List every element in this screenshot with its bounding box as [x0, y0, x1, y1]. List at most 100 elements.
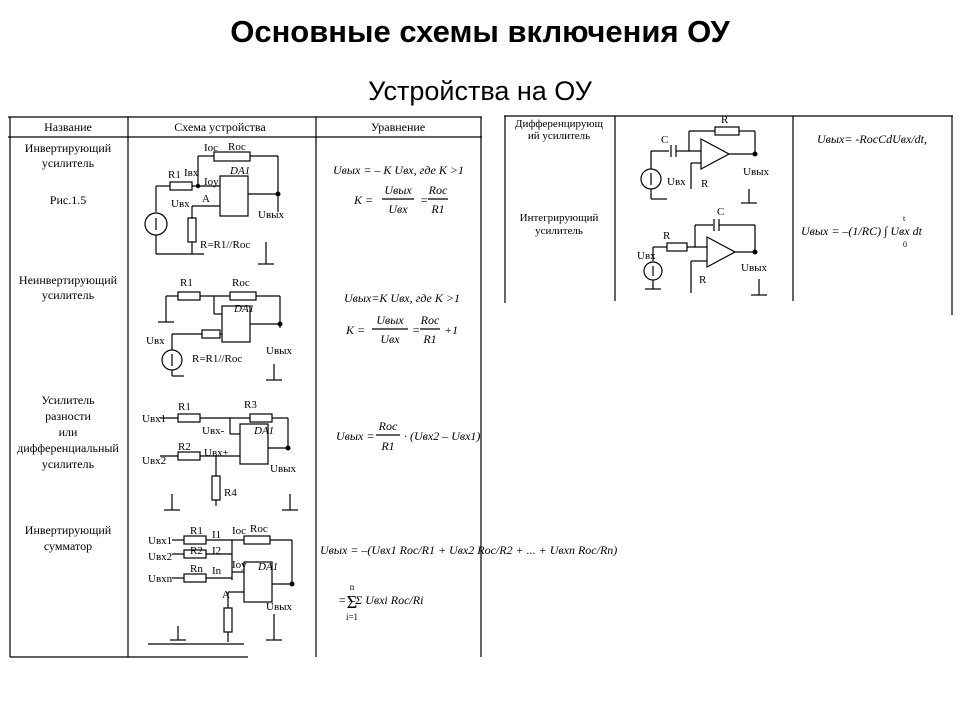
- label-u-plus: Uвх+: [204, 447, 229, 459]
- row2-frac2-den: R1: [422, 332, 436, 346]
- label-in: In: [212, 565, 222, 577]
- resistor-rn: [183, 573, 207, 583]
- resistor-r1: [183, 535, 207, 545]
- opamp-triangle-icon: [706, 235, 737, 269]
- label-r1: R1: [190, 525, 203, 537]
- row4-sum-top: n: [350, 582, 355, 592]
- label-node-a: A: [202, 193, 210, 205]
- sigma-icon: Σ: [347, 592, 357, 612]
- row1-frac2-den: R1: [430, 202, 444, 216]
- resistor-r: [666, 242, 688, 252]
- header-equation: Уравнение: [371, 120, 425, 134]
- row1-eq2-lhs: K =: [353, 193, 373, 207]
- label-uin: Uвх: [146, 335, 165, 347]
- row3-frac-num: Rос: [378, 419, 398, 433]
- left-table: Название Схема устройства Уравнение Инве…: [8, 116, 617, 658]
- row1-name-line2: усилитель: [42, 156, 95, 170]
- label-node-a: A: [222, 589, 230, 601]
- right-table-grid: [504, 115, 953, 315]
- row1-frac1-num: Uвых: [384, 183, 412, 197]
- row4-equation: Uвых = –(Uвх1 Rос/R1 + Uвх2 Rос/R2 + ...…: [320, 543, 617, 622]
- resistor-r4: [211, 475, 221, 501]
- row1-frac2-num: Rос: [428, 183, 448, 197]
- row3-name-line1: Усилитель: [41, 393, 95, 407]
- row2-name-line2: усилитель: [42, 288, 95, 302]
- inverting-amplifier-schematic: Ioc Roc R1 Iвх Ioy DA1 A Uвх Uвых R=R1//…: [144, 141, 285, 265]
- label-roc: Roc: [232, 277, 250, 289]
- label-iex: Iвх: [184, 167, 199, 179]
- label-r1: R1: [180, 277, 193, 289]
- row4-eq1: Uвых = –(Uвх1 Rос/R1 + Uвх2 Rос/R2 + ...…: [320, 543, 617, 557]
- resistor-r: [187, 217, 197, 243]
- label-i1: I1: [212, 529, 221, 541]
- row-differentiator: Дифференцирующ ий усилитель C: [515, 114, 927, 204]
- int-upper-limit: t: [903, 214, 906, 223]
- header-scheme: Схема устройства: [174, 120, 266, 134]
- label-uout: Uвых: [741, 262, 768, 274]
- label-uout: Uвых: [270, 463, 297, 475]
- resistor-r1: [177, 291, 201, 301]
- page-subtitle: Устройства на ОУ: [368, 76, 592, 106]
- differentiator-schematic: C R Uвх R Uвых: [640, 114, 770, 204]
- row2-eq2-lhs: K =: [345, 323, 365, 337]
- label-roc: Roc: [250, 523, 268, 535]
- row3-name-line3: или: [59, 425, 78, 439]
- int-equation-text: Uвых = –(1/RC) ∫ Uвх dt: [801, 224, 923, 238]
- label-uin: Uвх: [637, 250, 656, 262]
- row3-eq-tail: · (Uвх2 – Uвх1): [404, 429, 480, 443]
- row3-name-line2: разности: [45, 409, 91, 423]
- label-uin: Uвх: [667, 176, 686, 188]
- resistor-r3: [249, 413, 273, 423]
- opamp-triangle-icon: [700, 137, 731, 171]
- row2-frac2-num: Rос: [420, 313, 440, 327]
- row-integrator: Интегрирующий усилитель C R: [520, 206, 923, 296]
- label-u-minus: Uвх-: [202, 425, 225, 437]
- row2-equation: Uвых=K Uвх, где K >1 K = Uвых Uвх = Rос …: [344, 291, 460, 346]
- label-i2: I2: [212, 545, 221, 557]
- row1-caption: Рис.1.5: [50, 193, 86, 207]
- label-ioc: Ioc: [204, 142, 218, 154]
- resistor-r1: [177, 413, 201, 423]
- resistor-r: [201, 329, 221, 339]
- label-uin1: Uвх1: [148, 535, 172, 547]
- page-title: Основные схемы включения ОУ: [230, 14, 730, 49]
- label-r-ground: R: [701, 178, 709, 190]
- row3-name-line5: усилитель: [42, 457, 95, 471]
- label-r-ground: R: [699, 274, 707, 286]
- label-r1: R1: [178, 401, 191, 413]
- label-r-eq: R=R1//Roc: [200, 239, 250, 251]
- label-uout: Uвых: [266, 345, 293, 357]
- resistor-r: [223, 607, 233, 633]
- diff-name-line1: Дифференцирующ: [515, 118, 604, 130]
- diff-equation: Uвых= -RocCdUвх/dt,: [817, 132, 927, 146]
- right-table: Дифференцирующ ий усилитель C: [504, 114, 953, 315]
- label-r: R: [721, 114, 729, 126]
- label-ioc: Ioc: [232, 525, 246, 537]
- header-name: Название: [44, 120, 92, 134]
- row-non-inverting-amplifier: Неинвертирующий усилитель: [19, 273, 460, 381]
- label-c: C: [661, 134, 668, 146]
- opamp-da1: [243, 561, 273, 603]
- left-table-grid: [8, 116, 482, 658]
- label-r4: R4: [224, 487, 237, 499]
- label-uout: Uвых: [258, 209, 285, 221]
- label-ioy: Ioy: [204, 176, 219, 188]
- resistor-r2: [177, 451, 201, 461]
- row1-frac1-den: Uвх: [388, 202, 408, 216]
- row-inverting-summer: Инвертирующий сумматор: [25, 523, 617, 645]
- label-c: C: [717, 206, 724, 218]
- label-uin: Uвх: [171, 198, 190, 210]
- resistor-roc: [243, 535, 271, 545]
- row2-frac1-num: Uвых: [376, 313, 404, 327]
- non-inverting-amplifier-schematic: R1 Roc DA1 Uвх Uвых R=R1//Roc: [146, 277, 293, 381]
- row3-name-line4: дифференциальный: [17, 441, 119, 455]
- label-r1: R1: [168, 169, 181, 181]
- row-inverting-amplifier: Инвертирующий усилитель Рис.1.5: [25, 141, 464, 265]
- diff-name-line2: ий усилитель: [528, 130, 590, 142]
- row4-eq2: = –Σ Uвхi Rос/Ri: [338, 593, 423, 607]
- opamp-da1: [239, 423, 269, 465]
- svg-text:=: =: [420, 193, 428, 207]
- label-da1: DA1: [229, 165, 250, 177]
- row-difference-amplifier: Усилитель разности или дифференциальный …: [17, 393, 480, 511]
- label-r2: R2: [190, 545, 203, 557]
